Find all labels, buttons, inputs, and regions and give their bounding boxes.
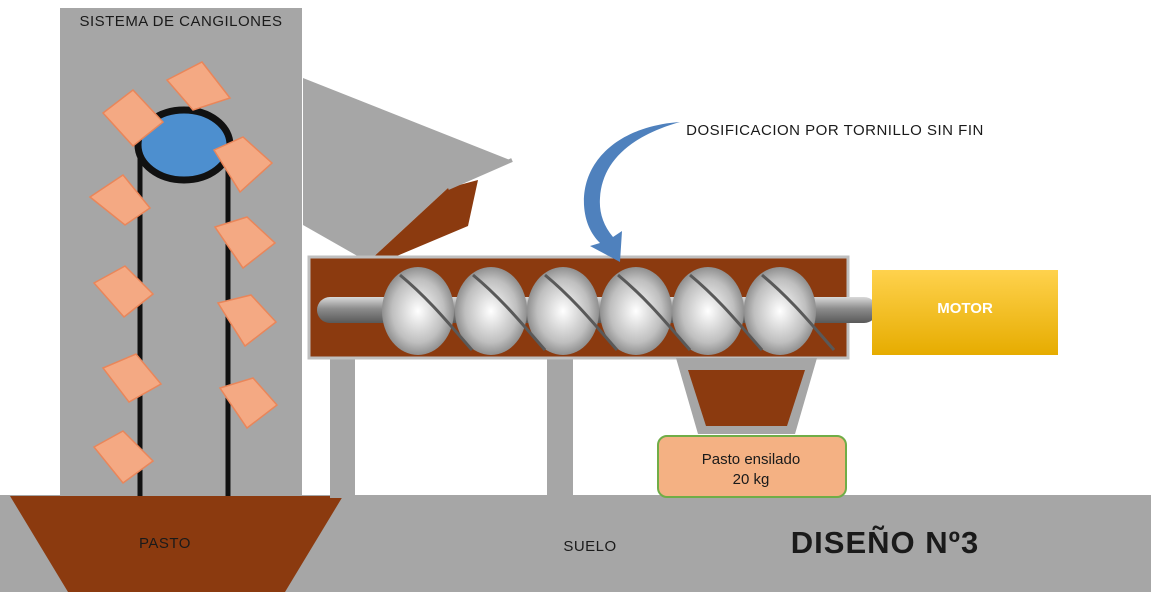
bucket-system-label: SISTEMA DE CANGILONES <box>79 13 283 30</box>
screw-flight <box>744 267 816 355</box>
screw-flight <box>672 267 744 355</box>
buckets <box>88 61 279 485</box>
screw-flight <box>600 267 672 355</box>
pasto-hopper <box>10 496 343 592</box>
chute-material <box>368 180 478 262</box>
product-label: Pasto ensilado 20 kg <box>658 450 844 490</box>
diagram-title: DISEÑO Nº3 <box>790 525 980 560</box>
screw-flight <box>382 267 454 355</box>
bucket-icon <box>101 353 163 403</box>
bucket-icon <box>88 173 152 226</box>
discharge-chute <box>303 78 510 262</box>
bucket-icon <box>216 294 278 348</box>
screw-flights <box>382 267 816 355</box>
screw-flight <box>527 267 599 355</box>
bucket-icon <box>101 88 165 148</box>
product-box <box>657 435 847 498</box>
curved-arrow-icon <box>583 122 680 262</box>
screw-flight <box>455 267 527 355</box>
outlet-material <box>688 370 805 426</box>
bucket-icon <box>212 136 274 194</box>
bucket-icon <box>165 61 232 111</box>
bucket-icon <box>213 216 277 270</box>
bucket-icon <box>218 377 279 430</box>
motor <box>872 270 1058 355</box>
dosing-label: DOSIFICACION POR TORNILLO SIN FIN <box>686 122 984 139</box>
bucket-icon <box>92 430 155 485</box>
hopper-label: PASTO <box>139 535 191 552</box>
product-label-line2: 20 kg <box>732 471 770 488</box>
chute-lip <box>447 158 513 190</box>
support-leg-left <box>330 358 355 498</box>
floor-label: SUELO <box>563 538 617 555</box>
bucket-icon <box>92 265 155 319</box>
motor-label: MOTOR <box>937 300 993 317</box>
product-label-line1: Pasto ensilado <box>701 451 801 468</box>
support-leg-middle <box>547 358 573 498</box>
